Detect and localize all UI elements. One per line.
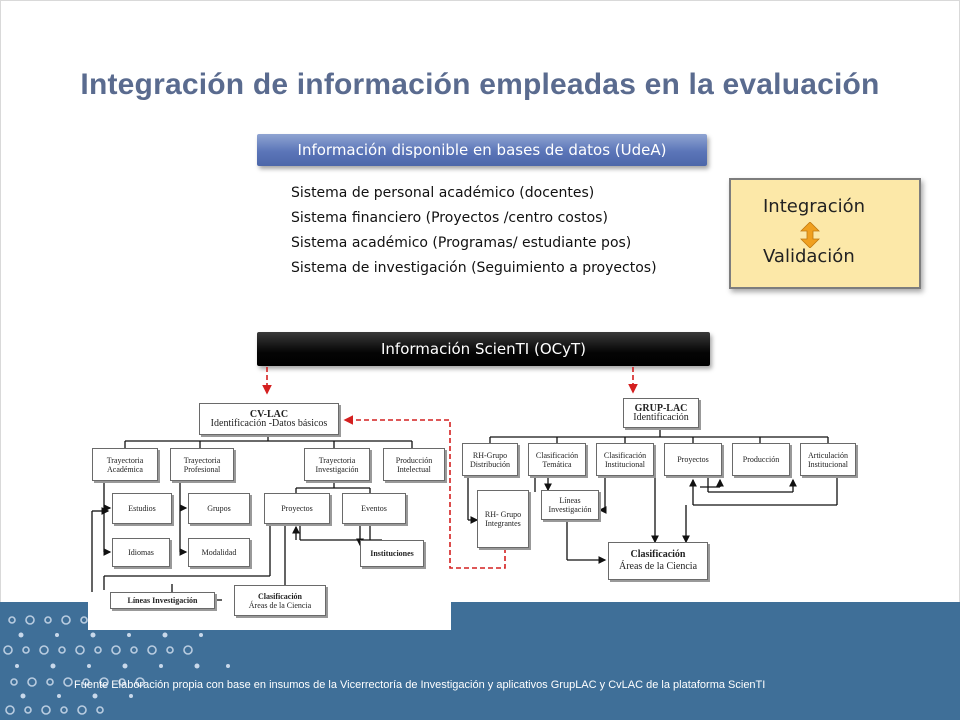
cvlac-node-instituciones: Instituciones [360, 540, 424, 567]
system-item-investigacion: Sistema de investigación (Seguimiento a … [291, 260, 657, 276]
gruplac-node-articulacion: Articulación Institucional [800, 443, 856, 476]
gruplac-node-rh-integrantes: RH- Grupo Integrantes [477, 490, 529, 548]
gruplac-node-clasificacion: Clasificación Áreas de la Ciencia [608, 542, 708, 580]
cvlac-clasificacion-subtitle: Áreas de la Ciencia [248, 600, 312, 610]
up-down-arrow-icon [800, 222, 820, 248]
cvlac-root-subtitle: Identificación -Datos básicos [210, 418, 328, 429]
scienti-info-banner: Información ScienTI (OCyT) [257, 332, 710, 366]
gruplac-clasificacion-title: Clasificación [630, 549, 686, 560]
systems-list: Sistema de personal académico (docentes)… [291, 181, 657, 281]
gruplac-root-title: GRUP-LAC [634, 403, 688, 414]
gruplac-node-clasificacion-institucional: Clasificación Institucional [596, 443, 654, 476]
cvlac-node-estudios: Estudios [112, 493, 172, 524]
cvlac-node-idiomas: Idiomas [112, 538, 170, 567]
integration-box: Integración Validación [729, 178, 921, 289]
cvlac-node-clasificacion: Clasificación Áreas de la Ciencia [234, 585, 326, 616]
udea-info-banner: Información disponible en bases de datos… [257, 134, 707, 166]
cvlac-clasificacion-title: Clasificación [258, 591, 302, 601]
cvlac-node-trayectoria-profesional: Trayectoria Profesional [170, 448, 234, 481]
footer-source-note: Fuente Elaboración propia con base en in… [74, 679, 766, 691]
system-item-academico: Sistema académico (Programas/ estudiante… [291, 235, 632, 251]
cvlac-root-node: CV-LAC Identificación -Datos básicos [199, 403, 339, 435]
gruplac-node-clasificacion-tematica: Clasificación Temática [528, 443, 586, 476]
cvlac-node-lineas-investigacion: Líneas Investigación [110, 592, 215, 609]
cvlac-node-trayectoria-investigacion: Trayectoria Investigación [304, 448, 370, 481]
validation-label: Validación [763, 246, 855, 267]
gruplac-node-lineas-investigacion: Líneas Investigación [541, 490, 599, 520]
cvlac-node-grupos: Grupos [188, 493, 250, 524]
gruplac-root-subtitle: Identificación [633, 412, 689, 423]
slide-title: Integración de información empleadas en … [80, 68, 880, 101]
cvlac-node-produccion-intelectual: Producción Intelectual [383, 448, 445, 481]
gruplac-clasificacion-subtitle: Áreas de la Ciencia [618, 561, 698, 572]
gruplac-node-rh-distribucion: RH-Grupo Distribución [462, 443, 518, 476]
cvlac-node-proyectos: Proyectos [264, 493, 330, 524]
system-item-personal: Sistema de personal académico (docentes) [291, 185, 595, 201]
system-item-financiero: Sistema financiero (Proyectos /centro co… [291, 210, 608, 226]
gruplac-node-produccion: Producción [732, 443, 790, 476]
cvlac-node-trayectoria-academica: Trayectoria Académica [92, 448, 158, 481]
gruplac-root-node: GRUP-LAC Identificación [623, 398, 699, 428]
gruplac-node-proyectos: Proyectos [664, 443, 722, 476]
integration-label: Integración [763, 196, 866, 217]
cvlac-root-title: CV-LAC [249, 409, 289, 420]
cvlac-node-modalidad: Modalidad [188, 538, 250, 567]
cvlac-node-eventos: Eventos [342, 493, 406, 524]
